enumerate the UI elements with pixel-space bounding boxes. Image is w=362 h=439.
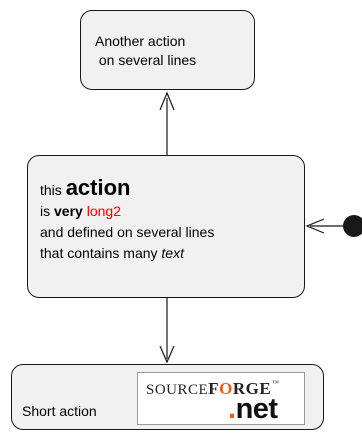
action-node-short: Short action SOURCEFORGE™ .net xyxy=(11,364,324,430)
action-node-another: Another action on several lines xyxy=(80,10,255,90)
action-label-short: Short action xyxy=(22,403,97,419)
initial-node xyxy=(343,215,362,237)
action-node-main: this action is very long2 and defined on… xyxy=(27,155,305,298)
word-long2: long2 xyxy=(86,203,121,219)
main-line-2: is very long2 xyxy=(40,201,214,222)
arrowhead-bottom xyxy=(159,345,175,364)
action-label-another: Another action on several lines xyxy=(95,33,197,68)
word-very: very xyxy=(54,203,83,219)
arrowhead-top xyxy=(159,91,175,111)
sourceforge-logo: SOURCEFORGE™ .net xyxy=(137,372,305,425)
main-line-3: and defined on several lines xyxy=(40,224,215,240)
logo-rge: RGE xyxy=(232,379,272,398)
logo-f: F xyxy=(208,379,220,398)
line4-italic: text xyxy=(161,245,184,261)
logo-net: net xyxy=(235,393,279,425)
main-line-4: that contains many text xyxy=(40,243,214,264)
logo-o: O xyxy=(219,379,233,398)
main-line-1: this action xyxy=(40,177,214,201)
arrowhead-middle xyxy=(305,218,325,234)
word-is: is xyxy=(40,203,51,219)
logo-tm: ™ xyxy=(272,379,280,387)
action-label-main: this action is very long2 and defined on… xyxy=(40,177,214,264)
word-action: action xyxy=(65,175,131,200)
logo-source: SOURCE xyxy=(146,382,209,398)
line4-prefix: that contains many xyxy=(40,245,162,261)
logo-wordmark: SOURCEFORGE™ xyxy=(146,379,280,399)
word-this: this xyxy=(40,182,62,198)
logo-net-wordmark: .net xyxy=(228,393,278,426)
logo-dot: . xyxy=(228,393,236,425)
